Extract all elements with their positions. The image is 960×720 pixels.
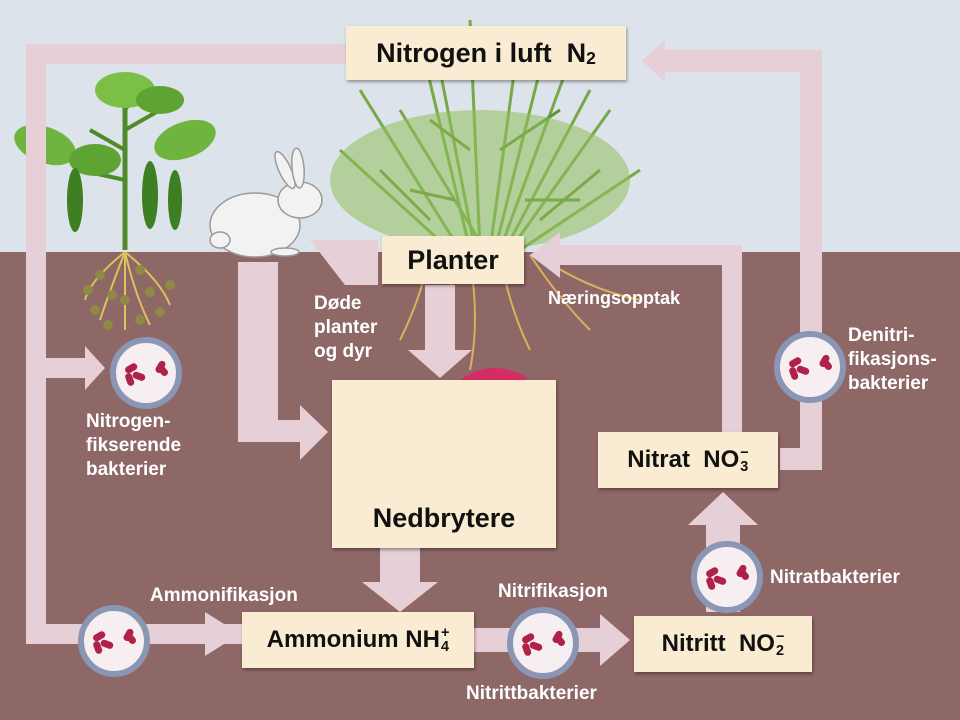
decomposers-box: Nedbrytere [332, 380, 556, 548]
plants-title: Planter [407, 244, 499, 275]
bacteria-ammonification [77, 604, 151, 678]
nitrite-bacteria-label: Nitrittbakterier [466, 683, 597, 704]
bacteria-denitrifying [773, 330, 847, 404]
nitrite-title: Nitritt [661, 630, 726, 657]
ammonium-subscript: 4 [440, 639, 449, 655]
ammonium-box: Ammonium NH+4 [242, 612, 474, 668]
nitrite-formula: NO [738, 630, 775, 658]
air-nitrogen-title: Nitrogen i luft [376, 37, 552, 68]
denitrification-label: Denitri- fikasjons- bakterier [848, 324, 937, 396]
grass-foliage [330, 110, 630, 250]
nitrate-title: Nitrat [627, 446, 690, 473]
fixing-label-line-1: Nitrogen- [86, 411, 171, 432]
plants-box: Planter [382, 236, 524, 284]
air-nitrogen-subscript: 2 [586, 47, 596, 68]
nitrite-subscript: 2 [775, 643, 784, 659]
nitrate-subscript: 3 [740, 459, 749, 475]
denitri-label-line-1: Denitri- [848, 325, 915, 346]
denitri-label-line-2: fikasjons- [848, 349, 937, 370]
nitrification-label: Nitrifikasjon [498, 581, 608, 602]
bacteria-nitrate [690, 540, 764, 614]
ammonification-label: Ammonifikasjon [150, 585, 298, 606]
nitrite-box: Nitritt NO−2 [634, 616, 812, 672]
nitrate-box: Nitrat NO−3 [598, 432, 778, 488]
ammonium-title: Ammonium NH [266, 626, 440, 653]
nitrite-superscript: − [775, 628, 785, 645]
nitrogen-fixing-label: Nitrogen- fikserende bakterier [86, 410, 181, 482]
decomposers-title: Nedbrytere [372, 503, 516, 533]
dead-label-line-1: Døde [314, 293, 362, 314]
nitrate-bacteria-label: Nitratbakterier [770, 567, 900, 588]
bacteria-nitrogen-fixing [109, 336, 183, 410]
uptake-label: Næringsopptak [548, 288, 681, 308]
air-nitrogen-formula: N [566, 37, 587, 68]
bacteria-nitrite [506, 606, 580, 680]
dead-label-line-2: planter [314, 317, 378, 338]
fixing-label-line-2: fikserende [86, 435, 182, 456]
ammonium-superscript: + [440, 624, 450, 641]
dead-label-line-3: og dyr [314, 341, 373, 362]
nitrate-formula: NO [703, 446, 740, 474]
fixing-label-line-3: bakterier [86, 459, 167, 480]
denitri-label-line-3: bakterier [848, 373, 929, 394]
dead-organisms-label: Døde planter og dyr [314, 292, 377, 364]
rabbit-illustration [209, 147, 323, 258]
nitrate-superscript: − [740, 444, 749, 461]
